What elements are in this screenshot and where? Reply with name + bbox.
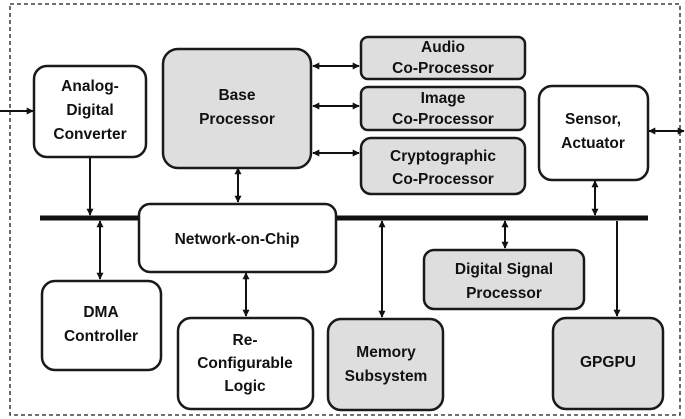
dsp-label-line-1: Digital Signal bbox=[455, 261, 553, 278]
crypto-coprocessor-block: Cryptographic Co-Processor bbox=[359, 136, 527, 196]
image-coprocessor-block: Image Co-Processor bbox=[359, 85, 527, 132]
reconfigurable-logic-block: Re- Configurable Logic bbox=[176, 316, 315, 411]
connectors bbox=[0, 62, 685, 318]
memory-label-line-1: Memory bbox=[356, 344, 416, 361]
sensor-actuator-block: Sensor, Actuator bbox=[537, 84, 650, 182]
sensor-label-line-2: Actuator bbox=[561, 135, 625, 152]
audio-coprocessor-block: Audio Co-Processor bbox=[359, 35, 527, 81]
dma-label-line-1: DMA bbox=[83, 304, 118, 321]
reconfig-label-line-2: Configurable bbox=[197, 355, 293, 372]
crypto-label-line-1: Cryptographic bbox=[390, 148, 496, 165]
base-processor-block: Base Processor bbox=[161, 47, 313, 170]
image-label-line-2: Co-Processor bbox=[392, 111, 494, 128]
reconfig-label-line-3: Logic bbox=[224, 378, 266, 395]
audio-label-line-1: Audio bbox=[421, 39, 465, 56]
audio-label-line-2: Co-Processor bbox=[392, 60, 494, 77]
adc-label-line-1: Analog- bbox=[61, 78, 119, 95]
adc-label-line-3: Converter bbox=[53, 126, 126, 143]
sensor-label-line-1: Sensor, bbox=[565, 111, 621, 128]
gpgpu-label: GPGPU bbox=[580, 354, 636, 371]
gpgpu-block: GPGPU bbox=[551, 316, 665, 411]
chip-boundary bbox=[9, 3, 681, 416]
crypto-label-line-2: Co-Processor bbox=[392, 171, 494, 188]
memory-subsystem-block: Memory Subsystem bbox=[326, 317, 445, 412]
base-processor-label-line-2: Processor bbox=[199, 111, 275, 128]
dma-label-line-2: Controller bbox=[64, 328, 138, 345]
reconfig-label-line-1: Re- bbox=[233, 332, 258, 349]
image-label-line-1: Image bbox=[421, 90, 466, 107]
adc-label-line-2: Digital bbox=[66, 102, 113, 119]
adc-block: Analog- Digital Converter bbox=[32, 64, 148, 159]
dsp-label-line-2: Processor bbox=[466, 285, 542, 302]
noc-label: Network-on-Chip bbox=[175, 231, 300, 248]
dma-block: DMA Controller bbox=[40, 279, 163, 372]
noc-block: Network-on-Chip bbox=[137, 202, 338, 274]
base-processor-label-line-1: Base bbox=[218, 87, 255, 104]
dsp-block: Digital Signal Processor bbox=[422, 248, 586, 311]
memory-label-line-2: Subsystem bbox=[345, 368, 428, 385]
